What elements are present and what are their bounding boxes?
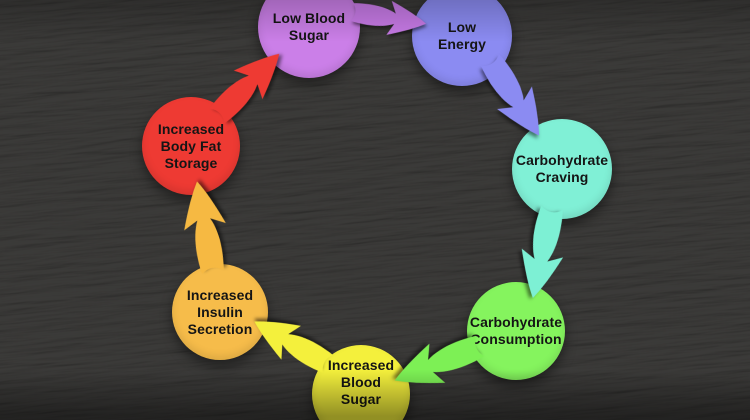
label-line: Increased xyxy=(327,356,395,373)
node-increased-insulin-secretion: Increased Insulin Secretion xyxy=(172,264,268,360)
label-line: Sugar xyxy=(288,27,330,43)
node-carbohydrate-consumption-label: Carbohydrate Consumption xyxy=(470,314,562,348)
label-line: Storage xyxy=(164,154,218,171)
label-line: Secretion xyxy=(187,320,253,337)
label-line: Increased xyxy=(157,120,225,137)
node-low-blood-sugar-label: Low Blood Sugar xyxy=(273,10,345,44)
label-line: Body Fat xyxy=(160,137,222,154)
label-line: Energy xyxy=(437,36,487,52)
label-line: Craving xyxy=(535,169,589,185)
label-line: Consumption xyxy=(470,331,562,347)
label-line: Carbohydrate xyxy=(515,152,609,168)
label-line: Carbohydrate xyxy=(469,314,563,330)
node-low-energy-label: Low Energy xyxy=(438,19,486,53)
node-carbohydrate-consumption: Carbohydrate Consumption xyxy=(467,282,565,380)
label-line: Sugar xyxy=(340,390,382,407)
label-line: Increased xyxy=(186,286,254,303)
node-increased-body-fat-storage: Increased Body Fat Storage xyxy=(142,97,240,195)
label-line: Blood xyxy=(340,373,382,390)
node-increased-body-fat-storage-label: Increased Body Fat Storage xyxy=(158,121,224,172)
node-increased-insulin-secretion-label: Increased Insulin Secretion xyxy=(187,287,253,338)
label-line: Low xyxy=(447,19,477,35)
node-carbohydrate-craving-label: Carbohydrate Craving xyxy=(516,152,608,186)
node-carbohydrate-craving: Carbohydrate Craving xyxy=(512,119,612,219)
node-increased-blood-sugar-label: Increased Blood Sugar xyxy=(328,357,394,408)
label-line: Low Blood xyxy=(272,10,346,26)
label-line: Insulin xyxy=(197,303,243,320)
